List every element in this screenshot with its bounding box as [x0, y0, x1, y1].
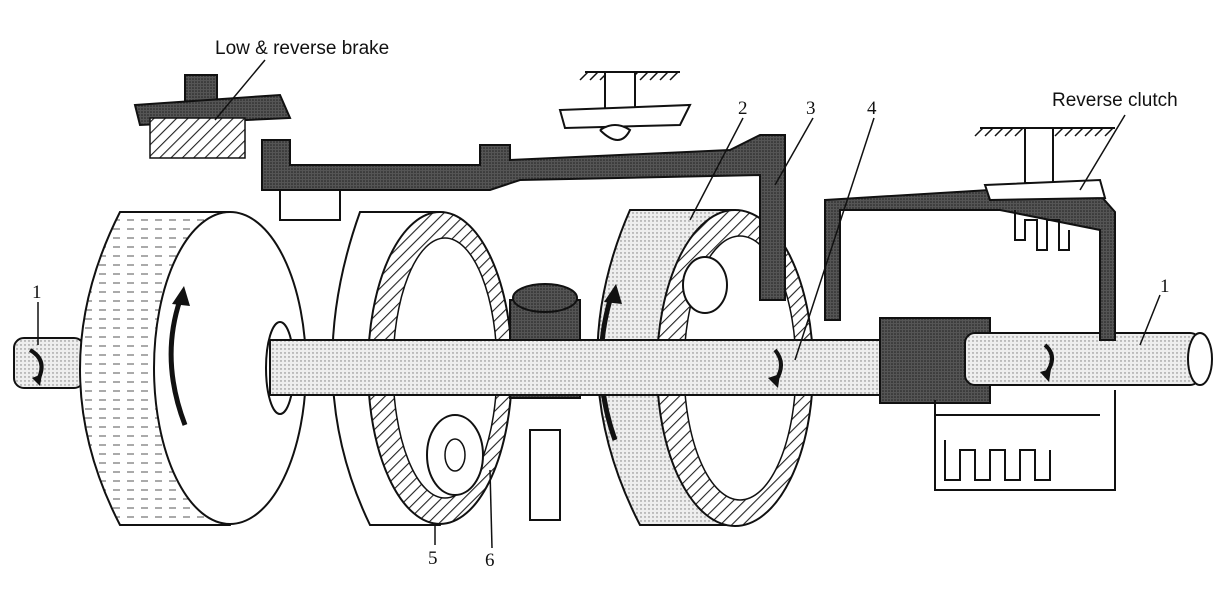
leader-lines	[37, 59, 1161, 549]
low-reverse-brake	[133, 74, 786, 301]
center-ground	[558, 71, 692, 141]
callout-3: 3	[806, 98, 816, 119]
callout-2: 2	[738, 98, 748, 119]
input-shaft-left	[13, 337, 85, 389]
main-shaft	[269, 317, 991, 404]
output-shaft-right	[964, 332, 1213, 386]
callout-1-left: 1	[32, 282, 42, 303]
callout-6: 6	[485, 550, 495, 571]
low-reverse-brake-label: Low & reverse brake	[215, 38, 390, 59]
reverse-clutch-label: Reverse clutch	[1052, 90, 1178, 111]
reverse-clutch	[824, 127, 1116, 491]
front-drum	[79, 211, 307, 526]
sun-gear-hub	[509, 283, 581, 521]
callout-5: 5	[428, 548, 438, 569]
callout-4: 4	[867, 98, 877, 119]
callout-1-right: 1	[1160, 276, 1170, 297]
